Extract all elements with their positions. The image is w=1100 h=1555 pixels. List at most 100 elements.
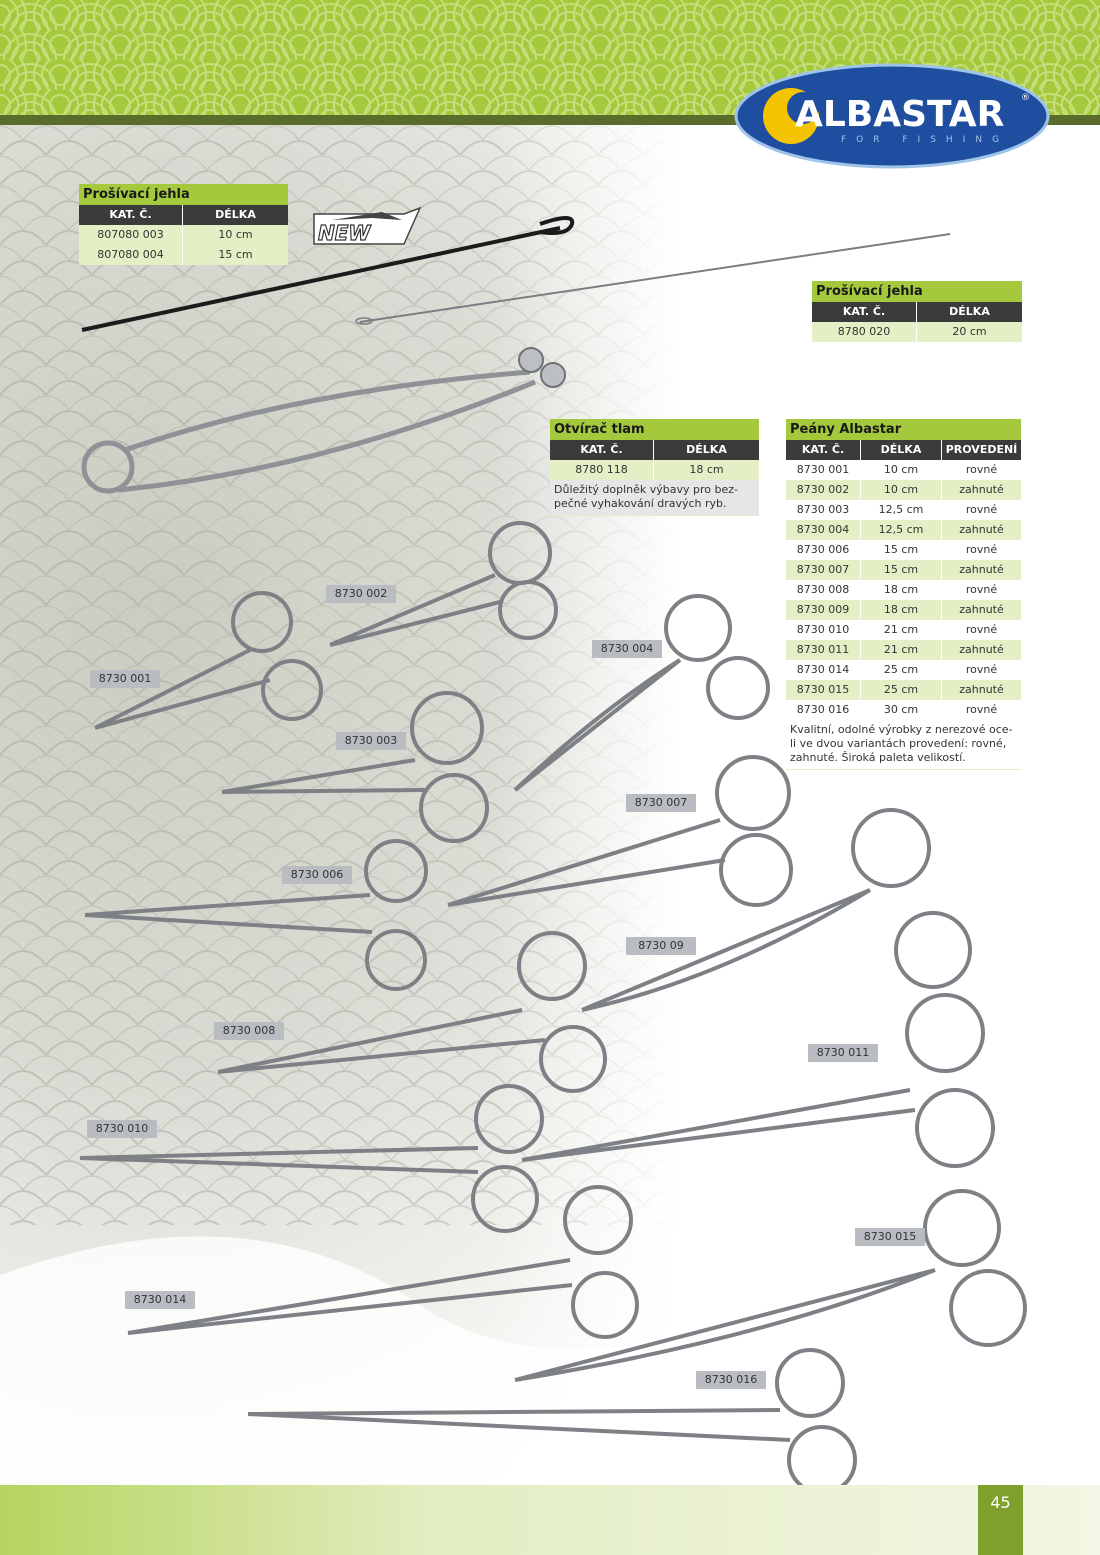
table-header: KAT. Č. DÉLKA [79,205,288,225]
cell: 8730 014 [786,660,861,680]
table-row: 807080 004 15 cm [79,245,288,265]
forceps-010 [79,1084,544,1233]
cell: 21 cm [861,620,942,640]
cell: 25 cm [861,680,942,700]
product-label: 8730 002 [326,585,396,603]
forceps-014 [127,1185,639,1339]
table-mouth-opener: Otvírač tlam KAT. Č. DÉLKA 8780 118 18 c… [550,419,759,516]
albastar-logo: ALBASTAR ® FOR FISHING [733,62,1051,170]
col-header: DÉLKA [686,443,727,456]
cell: rovné [965,703,998,716]
table-forceps: Peány Albastar KAT. Č. DÉLKA PROVEDENÍ 8… [786,419,1021,770]
product-label: 8730 09 [626,937,696,955]
cell: 15 cm [861,560,942,580]
product-label: 8730 011 [808,1044,878,1062]
col-header: KAT. Č. [786,440,861,460]
product-label: 8730 016 [696,1371,766,1389]
cell: 18 cm [689,463,724,476]
table-note: Kvalitní, odolné výrobky z nerezové oce-… [786,720,1021,770]
cell: 10 cm [861,460,942,480]
cell: zahnuté [959,683,1004,696]
product-label: 8730 001 [90,670,160,688]
cell: 25 cm [861,660,942,680]
table-title: Peány Albastar [786,419,1021,440]
forceps-007 [447,755,793,907]
svg-text:®: ® [1021,93,1030,103]
forceps-004 [513,594,770,792]
cell: 21 cm [861,640,942,660]
cell: zahnuté [959,603,1004,616]
cell: 8730 015 [786,680,861,700]
forceps-003 [221,691,489,843]
mouth-opener [81,347,566,494]
cell: rovné [965,623,998,636]
cell: 15 cm [218,248,253,261]
forceps-008 [217,931,607,1093]
cell: 30 cm [861,700,942,720]
cell: rovné [965,543,998,556]
product-label: 8730 007 [626,794,696,812]
forceps-001 [94,591,323,730]
cell: 807080 003 [79,225,183,245]
forceps-006 [84,839,428,991]
forceps-015 [514,1189,1027,1382]
cell: 20 cm [952,325,987,338]
col-header: KAT. Č. [812,302,917,322]
product-label: 8730 014 [125,1291,195,1309]
cell: 8730 002 [786,480,861,500]
table-title: Prošívací jehla [79,184,288,205]
svg-text:NEW: NEW [318,221,371,245]
col-header: PROVEDENÍ [945,443,1018,456]
table-needle-1: Prošívací jehla KAT. Č. DÉLKA 807080 003… [79,184,288,265]
product-label: 8730 008 [214,1022,284,1040]
cell: 10 cm [218,228,253,241]
cell: 8730 006 [786,540,861,560]
cell: zahnuté [959,643,1004,656]
cell: 15 cm [861,540,942,560]
table-header: KAT. Č. DÉLKA [550,440,759,460]
cell: 8730 008 [786,580,861,600]
cell: zahnuté [959,563,1004,576]
cell: 8730 016 [786,700,861,720]
footer-band [0,1485,1100,1555]
table-row: 807080 003 10 cm [79,225,288,245]
cell: 8730 009 [786,600,861,620]
table-header: KAT. Č. DÉLKA PROVEDENÍ [786,440,1021,460]
col-header: KAT. Č. [550,440,654,460]
forceps-011 [521,993,995,1168]
cell: rovné [965,663,998,676]
cell: 12,5 cm [861,520,942,540]
cell: zahnuté [959,523,1004,536]
table-header: KAT. Č. DÉLKA [812,302,1022,322]
cell: 8730 004 [786,520,861,540]
header-band [0,0,1100,115]
new-badge: NEW [312,206,424,246]
product-label: 8730 010 [87,1120,157,1138]
col-header: DÉLKA [949,305,990,318]
table-title: Otvírač tlam [550,419,759,440]
page-number: 45 [978,1485,1023,1555]
table-needle-2: Prošívací jehla KAT. Č. DÉLKA 8780 020 2… [812,281,1022,342]
needle-black [81,216,575,332]
cell: 807080 004 [79,245,183,265]
cell: 18 cm [861,600,942,620]
cell: rovné [965,583,998,596]
table-row: 8780 020 20 cm [812,322,1022,342]
cell: rovné [965,503,998,516]
forceps-group [79,521,1027,1495]
col-header: DÉLKA [861,440,942,460]
forceps-009 [581,808,972,1012]
product-label: 8730 003 [336,732,406,750]
